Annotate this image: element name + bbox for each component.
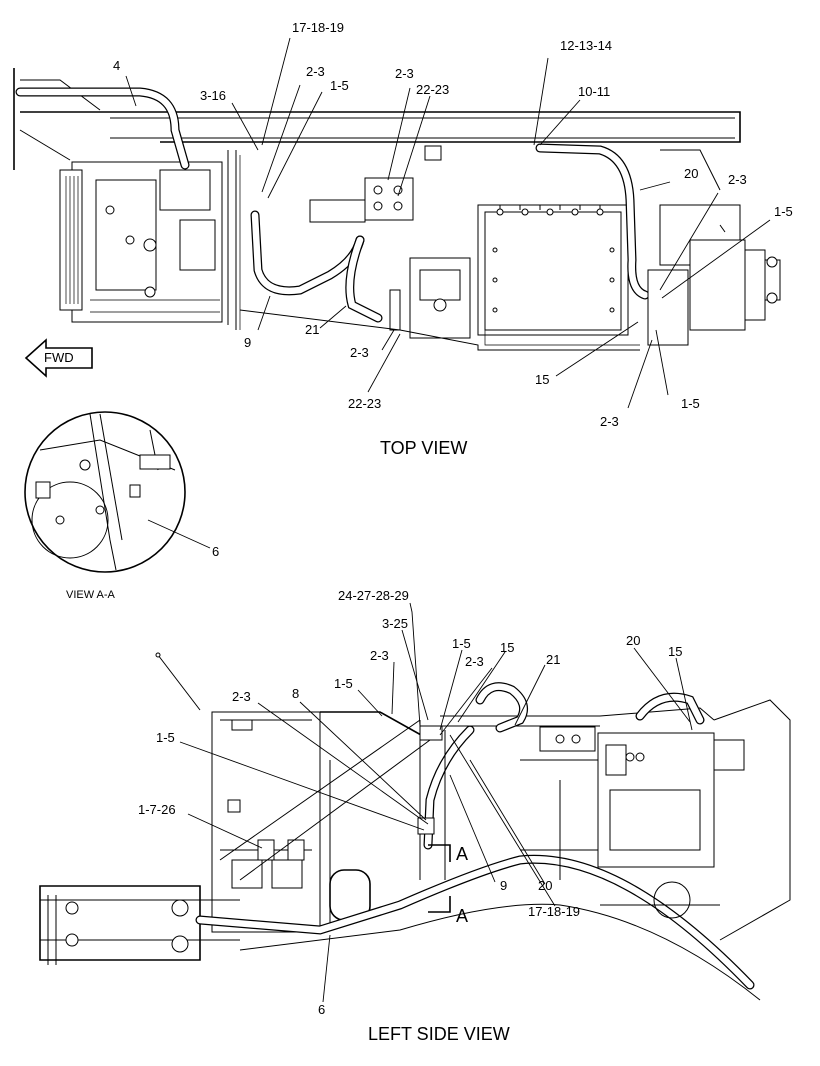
view-aa-drawing: 6 [24, 411, 219, 573]
view-aa-callout-6: 6 [212, 544, 219, 559]
left-side-view-title: LEFT SIDE VIEW [368, 1024, 510, 1044]
callout-8: 8 [292, 686, 299, 701]
callout-24-27-28-29: 24-27-28-29 [338, 588, 409, 603]
callout-9: 9 [244, 335, 251, 350]
callout-2-3: 2-3 [395, 66, 414, 81]
fwd-arrow: FWD [24, 338, 93, 378]
callout-1-5: 1-5 [774, 204, 793, 219]
left-side-view-leaders [179, 602, 693, 1003]
callout-22-23: 22-23 [348, 396, 381, 411]
callout-22-23: 22-23 [416, 82, 449, 97]
callout-20: 20 [684, 166, 698, 181]
callout-2-3: 2-3 [350, 345, 369, 360]
left-side-view-callouts: 24-27-28-29 3-25 1-5 15 2-3 2-3 1-5 21 2… [138, 588, 682, 1017]
callout-3-25: 3-25 [382, 616, 408, 631]
section-marker-a-lower: A [456, 906, 468, 926]
section-marker-a-upper: A [456, 844, 468, 864]
top-view-title: TOP VIEW [380, 438, 467, 458]
callout-20: 20 [626, 633, 640, 648]
top-view-leaders [125, 37, 771, 409]
fwd-label: FWD [44, 350, 74, 365]
callout-1-5: 1-5 [452, 636, 471, 651]
callout-2-3: 2-3 [232, 689, 251, 704]
callout-9: 9 [500, 878, 507, 893]
callout-10-11: 10-11 [578, 84, 610, 99]
callout-17-18-19: 17-18-19 [528, 904, 580, 919]
top-view-callouts: 4 17-18-19 3-16 2-3 1-5 2-3 22-23 12-13-… [113, 20, 793, 429]
callout-17-18-19: 17-18-19 [292, 20, 344, 35]
callout-21: 21 [305, 322, 319, 337]
callout-2-3: 2-3 [370, 648, 389, 663]
view-aa-title: VIEW A-A [66, 589, 116, 601]
callout-2-3: 2-3 [728, 172, 747, 187]
callout-1-5: 1-5 [330, 78, 349, 93]
callout-6: 6 [318, 1002, 325, 1017]
callout-2-3: 2-3 [306, 64, 325, 79]
callout-21: 21 [546, 652, 560, 667]
top-view-drawing [13, 68, 781, 351]
callout-15: 15 [668, 644, 682, 659]
callout-2-3: 2-3 [465, 654, 484, 669]
callout-15: 15 [500, 640, 514, 655]
callout-1-7-26: 1-7-26 [138, 802, 176, 817]
callout-15: 15 [535, 372, 549, 387]
callout-4: 4 [113, 58, 120, 73]
callout-3-16: 3-16 [200, 88, 226, 103]
callout-20: 20 [538, 878, 552, 893]
callout-1-5: 1-5 [156, 730, 175, 745]
callout-1-5: 1-5 [334, 676, 353, 691]
callout-2-3: 2-3 [600, 414, 619, 429]
callout-12-13-14: 12-13-14 [560, 38, 612, 53]
callout-1-5: 1-5 [681, 396, 700, 411]
